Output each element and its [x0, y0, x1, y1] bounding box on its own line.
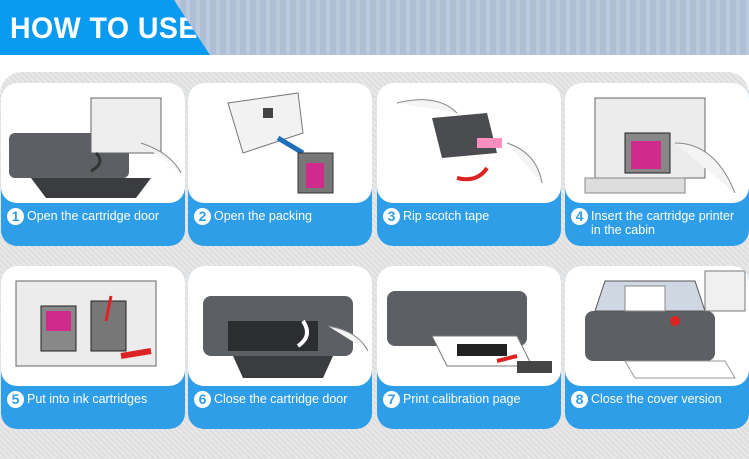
step-illustration: [1, 83, 185, 203]
step-number-icon: 8: [571, 391, 588, 408]
step-illustration: [1, 266, 185, 386]
step-text: Put into ink cartridges: [27, 392, 148, 406]
step-text: Insert the cartridge printer in the cabi…: [591, 209, 735, 237]
step-number-icon: 4: [571, 208, 588, 225]
step-number-icon: 1: [7, 208, 24, 225]
step-text: Rip scotch tape: [403, 209, 490, 223]
step-number-icon: 3: [383, 208, 400, 225]
step-illustration: [188, 266, 372, 386]
step-text: Open the cartridge door: [27, 209, 160, 223]
header-stripes: HOW TO USE: [0, 0, 749, 55]
step-number-icon: 6: [194, 391, 211, 408]
step-illustration: [377, 83, 561, 203]
step-number-icon: 7: [383, 391, 400, 408]
step-illustration: [565, 83, 749, 203]
page-title: HOW TO USE: [10, 12, 198, 45]
step-text: Close the cartridge door: [214, 392, 348, 406]
step-illustration: [565, 266, 749, 386]
step-text: Open the packing: [214, 209, 312, 223]
step-illustration: [377, 266, 561, 386]
step-number-icon: 2: [194, 208, 211, 225]
step-text: Print calibration page: [403, 392, 521, 406]
step-text: Close the cover version: [591, 392, 722, 406]
step-illustration: [188, 83, 372, 203]
step-number-icon: 5: [7, 391, 24, 408]
header-banner: HOW TO USE: [0, 0, 210, 55]
